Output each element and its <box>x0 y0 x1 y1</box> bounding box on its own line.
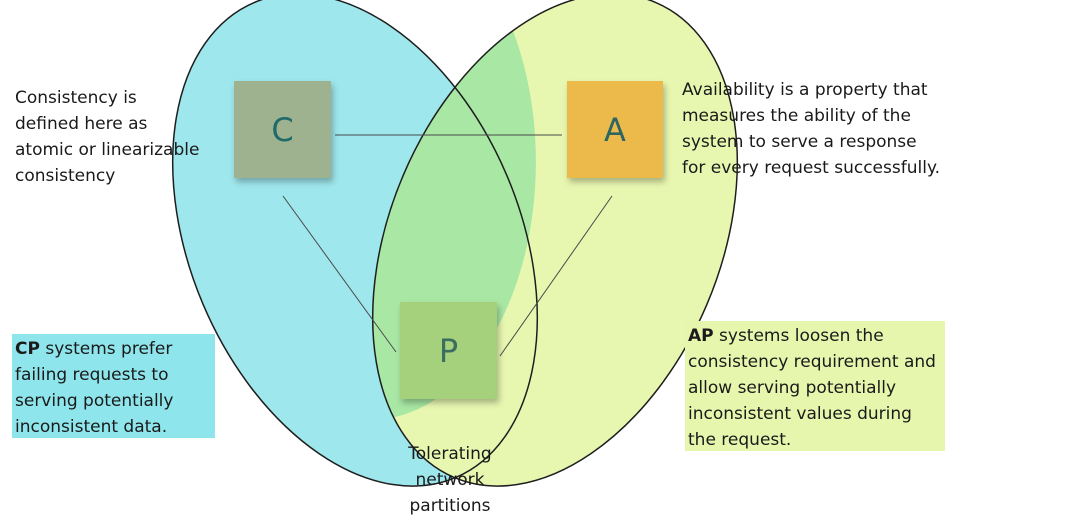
consistency-line: defined here as <box>15 114 148 134</box>
connector-a-p <box>499 195 613 357</box>
partition-line: partitions <box>409 496 491 516</box>
consistency-line: consistency <box>15 166 116 186</box>
consistency-line: atomic or linearizable <box>15 140 200 160</box>
ap-description: systems loosen the consistency requireme… <box>688 326 936 450</box>
sticky-note-p: P <box>400 302 497 399</box>
partition-tolerance-label: Tolerating network partitions <box>396 441 504 519</box>
cp-systems-callout: CP systems prefer failing requests to se… <box>12 334 215 438</box>
cp-description: systems prefer failing requests to servi… <box>15 339 174 437</box>
consistency-definition: Consistency is defined here as atomic or… <box>15 85 225 189</box>
sticky-note-c: C <box>234 81 331 178</box>
partition-line: network <box>415 470 485 490</box>
ap-label: AP <box>688 326 714 346</box>
availability-line: Availability is a property that <box>682 80 928 100</box>
sticky-note-a: A <box>567 81 663 178</box>
availability-definition: Availability is a property that measures… <box>682 77 972 181</box>
connector-c-p <box>282 195 397 353</box>
partition-line: Tolerating <box>408 444 492 464</box>
cp-label: CP <box>15 339 40 359</box>
availability-line: measures the ability of the <box>682 106 911 126</box>
availability-line: for every request successfully. <box>682 158 940 178</box>
consistency-line: Consistency is <box>15 88 137 108</box>
availability-ellipse-outline <box>371 0 739 487</box>
ap-systems-callout: AP systems loosen the consistency requir… <box>685 321 945 451</box>
availability-line: system to serve a response <box>682 132 917 152</box>
